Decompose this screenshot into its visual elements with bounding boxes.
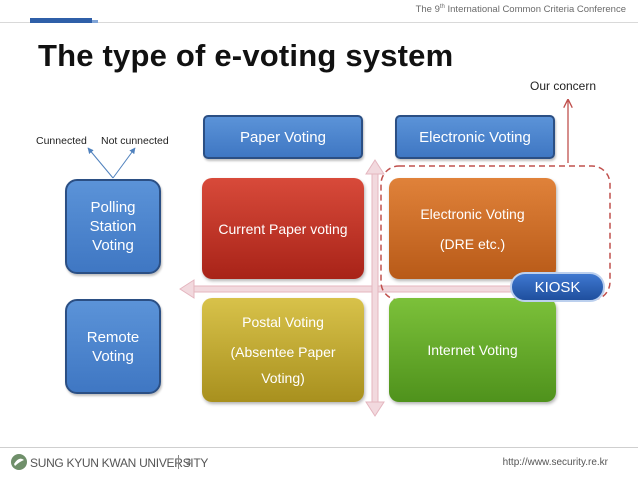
kiosk-badge: KIOSK (510, 272, 605, 302)
vertical-axis-arrow (365, 159, 385, 417)
header-divider (0, 22, 638, 23)
page-number: 3 (186, 457, 192, 467)
paper-voting-header: Paper Voting (203, 115, 363, 159)
header-accent-bar (30, 18, 92, 23)
not-connected-line (112, 147, 136, 179)
polling-station-voting-box: Polling Station Voting (65, 179, 161, 274)
connected-label: Cunnected (36, 135, 87, 147)
university-logo-icon (11, 454, 27, 470)
remote-voting-box: Remote Voting (65, 299, 161, 394)
postal-voting-box: Postal Voting (Absentee Paper Voting) (202, 298, 364, 402)
university-name: SUNG KYUN KWAN UNIVERSITY (30, 456, 209, 470)
connected-line (87, 147, 114, 179)
electronic-voting-header: Electronic Voting (395, 115, 555, 159)
current-paper-voting-box: Current Paper voting (202, 178, 364, 279)
header-accent-bar-small (92, 20, 98, 23)
electronic-voting-dre-box: Electronic Voting (DRE etc.) (389, 178, 556, 279)
footer-separator (178, 455, 179, 469)
conference-title: The 9th International Common Criteria Co… (415, 4, 626, 16)
footer-divider (0, 447, 638, 448)
page-title: The type of e-voting system (38, 38, 454, 73)
internet-voting-box: Internet Voting (389, 298, 556, 402)
not-connected-label: Not cunnected (101, 135, 169, 147)
footer-url: http://www.security.re.kr (502, 457, 608, 468)
concern-label: Our concern (530, 79, 597, 93)
